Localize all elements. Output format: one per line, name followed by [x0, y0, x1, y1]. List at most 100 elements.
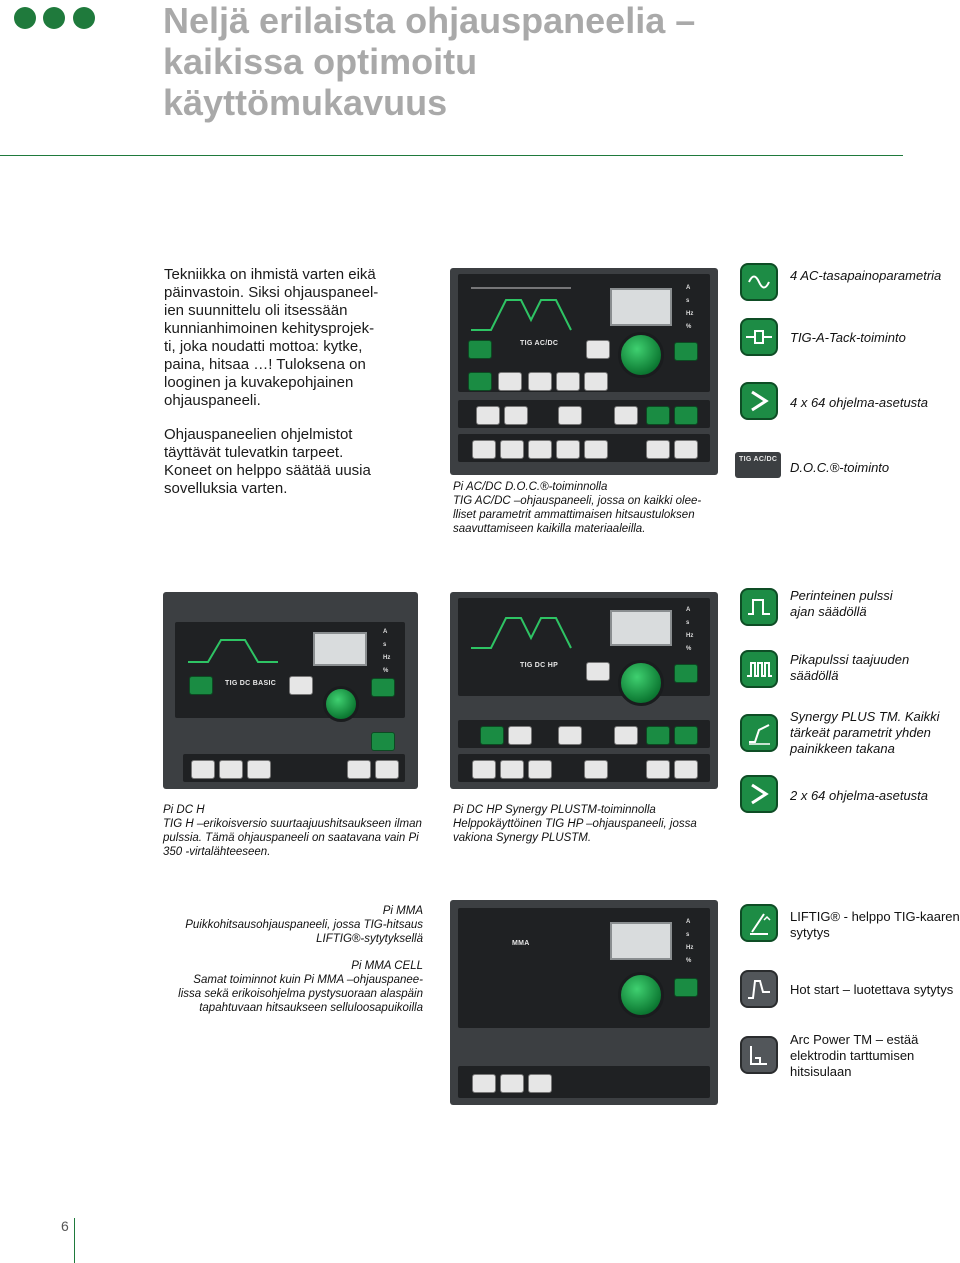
panel-led-labels: A s Hz %	[686, 282, 693, 334]
panel-button	[646, 440, 670, 459]
panel-button	[371, 732, 395, 751]
tig-a-tack-icon	[740, 318, 778, 356]
panel-led-labels: A s Hz %	[686, 604, 693, 656]
doc-badge-label: TIG AC/DC	[739, 456, 778, 463]
feature-line: LIFTIG® - helppo TIG-kaaren	[790, 909, 960, 924]
panel-model-label: TIG DC HP	[520, 662, 559, 669]
panel-button	[500, 760, 524, 779]
header-dot-3	[73, 7, 95, 29]
panel-button	[189, 676, 213, 695]
panel-button	[472, 1074, 496, 1093]
panel-button	[191, 760, 215, 779]
panel-button	[472, 440, 496, 459]
panel-led-labels: A s Hz %	[383, 626, 390, 678]
panel-button	[500, 440, 524, 459]
program-arrow-icon	[740, 775, 778, 813]
panel-button	[468, 372, 492, 391]
panel-button-a	[674, 664, 698, 683]
tig-acdc-panel-image: A s Hz % TIG AC/DC	[450, 268, 718, 475]
caption-line: 350 -virtalähteeseen.	[163, 846, 271, 858]
text-line: Ohjauspaneelien ohjelmistot	[164, 426, 353, 443]
caption-line: Pi MMA	[382, 905, 423, 917]
led-label: Hz	[383, 655, 391, 661]
led-label: A	[383, 629, 388, 635]
panel-button	[584, 440, 608, 459]
panel-button	[528, 372, 552, 391]
led-label: A	[686, 607, 691, 613]
header-dot-2	[43, 7, 65, 29]
led-label: s	[686, 298, 690, 304]
feature-line: säädöllä	[790, 668, 839, 683]
feature-line: painikkeen takana	[790, 741, 895, 756]
caption-line: Puikkohitsausohjauspaneeli, jossa TIG-hi…	[185, 919, 423, 931]
led-label: Hz	[686, 311, 694, 317]
panel-button	[614, 726, 638, 745]
caption-pi-dc-h: Pi DC H TIG H –erikoisversio suurtaajuus…	[163, 803, 433, 859]
panel-button	[556, 440, 580, 459]
feature-line: Synergy PLUS TM. Kaikki	[790, 709, 940, 724]
panel-button	[584, 372, 608, 391]
feature-tig-a-tack: TIG-A-Tack-toiminto	[790, 330, 906, 345]
panel-button	[556, 372, 580, 391]
panel-upper-display	[458, 908, 710, 1028]
panel-button	[528, 760, 552, 779]
panel-button	[468, 340, 492, 359]
feature-line: Perinteinen pulssi	[790, 588, 893, 603]
doc-badge: TIG AC/DC	[735, 452, 781, 478]
panel-button	[528, 1074, 552, 1093]
panel-button	[674, 440, 698, 459]
panel-button	[584, 760, 608, 779]
fast-pulse-icon	[740, 650, 778, 688]
panel-button	[558, 726, 582, 745]
panel-button-a	[674, 342, 698, 361]
panel-model-label: MMA	[512, 940, 530, 947]
panel-button	[558, 406, 582, 425]
panel-bottom-strip	[183, 754, 405, 782]
panel-button	[674, 726, 698, 745]
program-arrow-icon	[740, 382, 778, 420]
panel-model-label: TIG AC/DC	[520, 340, 559, 347]
mma-panel-image: MMA A s Hz %	[450, 900, 718, 1105]
caption-pi-acdc: Pi AC/DC D.O.C.®-toiminnolla TIG AC/DC –…	[453, 480, 723, 536]
caption-pi-mma: Pi MMA Puikkohitsausohjauspaneeli, jossa…	[163, 904, 423, 946]
feature-line: hitsisulaan	[790, 1064, 852, 1079]
panel-button	[674, 406, 698, 425]
caption-pi-mma-cell: Pi MMA CELL Samat toiminnot kuin Pi MMA …	[163, 959, 423, 1015]
caption-pi-dc-hp: Pi DC HP Synergy PLUSTM-toiminnolla Help…	[453, 803, 723, 845]
caption-line: Samat toiminnot kuin Pi MMA –ohjauspanee…	[193, 974, 423, 986]
feature-hot-start: Hot start – luotettava sytytys	[790, 982, 953, 998]
feature-ac-balance: 4 AC-tasapainoparametria	[790, 268, 942, 283]
caption-line: tapahtuvaan hitsaukseen selluloosapuikoi…	[199, 1002, 423, 1014]
feature-fast-pulse: Pikapulssi taajuuden säädöllä	[790, 652, 909, 684]
panel-button	[504, 406, 528, 425]
feature-arc-power: Arc Power TM – estää elektrodin tarttumi…	[790, 1032, 918, 1080]
feature-line: tärkeät parametrit yhden	[790, 725, 931, 740]
led-label: %	[383, 668, 389, 674]
text-line: ohjauspaneeli.	[164, 392, 261, 409]
panel-button	[375, 760, 399, 779]
weld-curve-icon	[471, 287, 572, 331]
feature-synergy: Synergy PLUS TM. Kaikki tärkeät parametr…	[790, 709, 940, 757]
text-line: sovelluksia varten.	[164, 480, 288, 497]
text-line: Koneet on helppo säätää uusia	[164, 462, 371, 479]
tig-dc-hp-panel-image: A s Hz % TIG DC HP	[450, 592, 718, 789]
panel-button	[219, 760, 243, 779]
panel-knob	[618, 972, 664, 1018]
header-rule	[0, 155, 903, 156]
panel-button	[247, 760, 271, 779]
tig-dc-basic-panel-image: A s Hz % TIG DC BASIC	[163, 592, 418, 789]
feature-line: Arc Power TM – estää	[790, 1032, 919, 1047]
led-label: s	[686, 620, 690, 626]
feature-programs-2x64: 2 x 64 ohjelma-asetusta	[790, 788, 928, 804]
panel-knob	[618, 660, 664, 706]
panel-lcd	[313, 632, 367, 666]
intro-paragraph-2: Ohjauspaneelien ohjelmistot täyttävät tu…	[164, 426, 404, 498]
text-line: kunnianhimoinen kehitysprojek-	[164, 320, 375, 337]
panel-model-label: TIG DC BASIC	[225, 680, 277, 687]
led-label: A	[686, 285, 691, 291]
text-line: Tekniikka on ihmistä varten eikä	[164, 266, 376, 283]
panel-lcd	[610, 922, 672, 960]
panel-button	[472, 760, 496, 779]
feature-line: ajan säädöllä	[790, 604, 867, 619]
panel-button	[528, 440, 552, 459]
